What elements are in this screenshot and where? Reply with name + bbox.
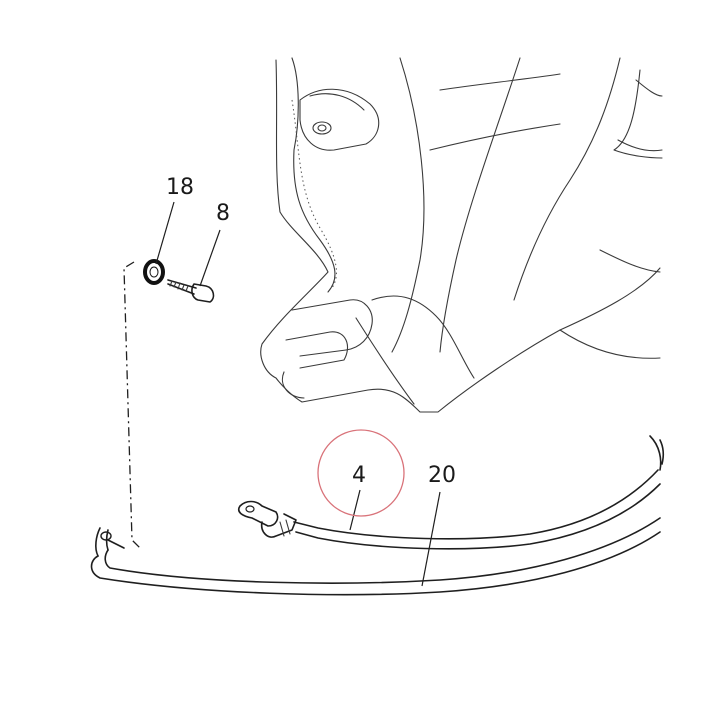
leader-8 [199,229,221,287]
bolt-part [167,279,215,303]
callout-4: 4 [352,463,366,488]
leader-20 [421,491,441,587]
callout-18: 18 [166,175,194,200]
callout-8: 8 [216,201,230,226]
mounting-centerline [123,261,141,549]
short-cable [237,435,665,550]
long-cable [90,517,661,596]
leader-18 [155,201,175,265]
housing-outline [260,57,663,413]
leader-4 [349,489,361,531]
callout-20: 20 [428,463,456,488]
washer-part [143,259,165,285]
highlight-circle [317,429,405,517]
